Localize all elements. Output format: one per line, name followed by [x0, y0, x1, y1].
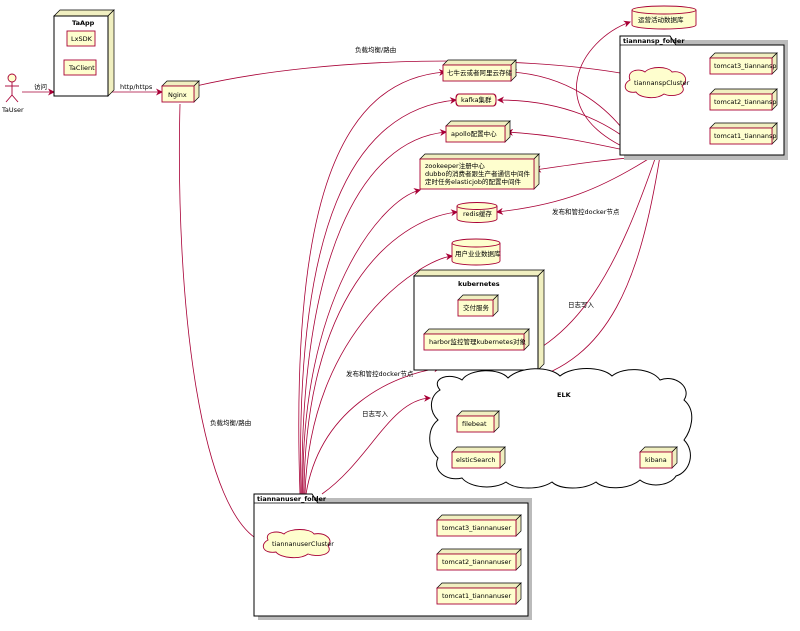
taUser-actor: TaUser: [1, 73, 24, 114]
zk-line-3: 定时任务elasticjob的配置中间件: [425, 177, 522, 186]
tiannanuser-cluster-label: tiannanuserCluster: [272, 540, 334, 548]
kafka-queue: kafka集群: [455, 93, 497, 107]
k8s-item-harbor: harbor监控管理kubernetes对象: [429, 337, 526, 346]
elk-title: ELK: [557, 391, 572, 399]
kafka-label: kafka集群: [461, 95, 492, 104]
edge-label-http: http/https: [120, 83, 153, 91]
edge-sp-redis: [496, 155, 654, 215]
edge-user-zk: [302, 188, 421, 495]
edge-label-lb-top: 负载均衡/路由: [355, 45, 396, 54]
tiannansp-node-1: tomcat1_tiannansp: [714, 132, 777, 140]
taapp-item-taclient: TaClient: [68, 64, 95, 72]
k8s-item-delivery: 交付服务: [463, 303, 490, 312]
tiannanuser-node-3: tomcat3_tiannanuser: [442, 524, 512, 532]
edge-user-apollo: [301, 129, 447, 495]
edge-user-redis: [303, 209, 458, 495]
zk-line-1: zookeeper注册中心: [425, 161, 485, 170]
elk-item-elasticsearch: elsticSearch: [456, 456, 495, 464]
nginx-label: Nginx: [168, 91, 187, 99]
zookeeper-node: zookeeper注册中心 dubbo的消费者跟生产者通信中间件 定时任务ela…: [419, 153, 540, 190]
edge-label-log-right: 日志写入: [568, 300, 595, 309]
tiannanuser-node-2: tomcat2_tiannanuser: [442, 558, 512, 566]
edge-label-visit: 访问: [34, 82, 47, 91]
edge-sp-elk: [521, 155, 661, 384]
apollo-label: apollo配置中心: [451, 129, 497, 138]
tiannansp-cluster-label: tiannanspCluster: [634, 79, 690, 87]
zk-line-2: dubbo的消费者跟生产者通信中间件: [425, 169, 530, 178]
kubernetes-title: kubernetes: [458, 280, 500, 288]
redis-cache: redis缓存: [456, 202, 498, 223]
taapp-item-lxsdk: LxSDK: [71, 35, 93, 43]
tiannansp-node-3: tomcat3_tiannansp: [714, 62, 777, 70]
tiannansp-title: tiannansp_folder: [623, 37, 685, 45]
taapp-title: TaApp: [72, 19, 95, 27]
qiniu-storage: 七牛云或者阿里云存储: [442, 59, 517, 82]
elk-item-filebeat: filebeat: [462, 420, 487, 428]
tiannansp-folder: tiannansp_folder tiannanspCluster tomcat…: [619, 35, 788, 160]
edge-user-kafka: [300, 97, 457, 495]
edge-user-userdb: [304, 253, 453, 495]
actor-name: TaUser: [1, 106, 24, 114]
apollo-config: apollo配置中心: [445, 120, 511, 143]
user-db-label: 用户业业数据库: [455, 249, 501, 258]
tiannanuser-node-1: tomcat1_tiannanuser: [442, 592, 512, 600]
qiniu-label: 七牛云或者阿里云存储: [447, 68, 513, 77]
user-db: 用户业业数据库: [451, 238, 501, 266]
edge-label-deploy-left: 发布和管控docker节点: [346, 369, 414, 378]
edge-nginx-tiannansp: [195, 60, 627, 87]
edge-sp-opsdb: [576, 20, 631, 151]
edge-nginx-tiannanuser: [178, 103, 266, 545]
ops-db: 运营活动数据库: [631, 5, 697, 30]
ops-db-label: 运营活动数据库: [638, 15, 684, 24]
redis-label: redis缓存: [463, 209, 492, 218]
edge-user-elk: [321, 394, 431, 495]
taapp-node: TaApp LxSDK TaClient: [53, 9, 115, 97]
elk-cloud: ELK filebeat elsticSearch kibana: [429, 368, 693, 489]
tiannansp-node-2: tomcat2_tiannansp: [714, 98, 777, 106]
edge-user-qiniu: [298, 68, 446, 495]
kubernetes-node: kubernetes 交付服务 harbor监控管理kubernetes对象: [413, 269, 545, 371]
nginx-node: Nginx: [161, 80, 200, 103]
edge-user-k8s: [305, 365, 441, 495]
tiannanuser-title: tiannanuser_folder: [257, 495, 327, 503]
edge-label-lb-left: 负载均衡/路由: [210, 418, 251, 427]
elk-item-kibana: kibana: [645, 456, 667, 464]
edge-label-deploy-right: 发布和管控docker节点: [552, 207, 620, 216]
edge-label-log-left: 日志写入: [362, 409, 389, 418]
tiannanuser-folder: tiannanuser_folder tiannanuserCluster to…: [253, 493, 532, 620]
